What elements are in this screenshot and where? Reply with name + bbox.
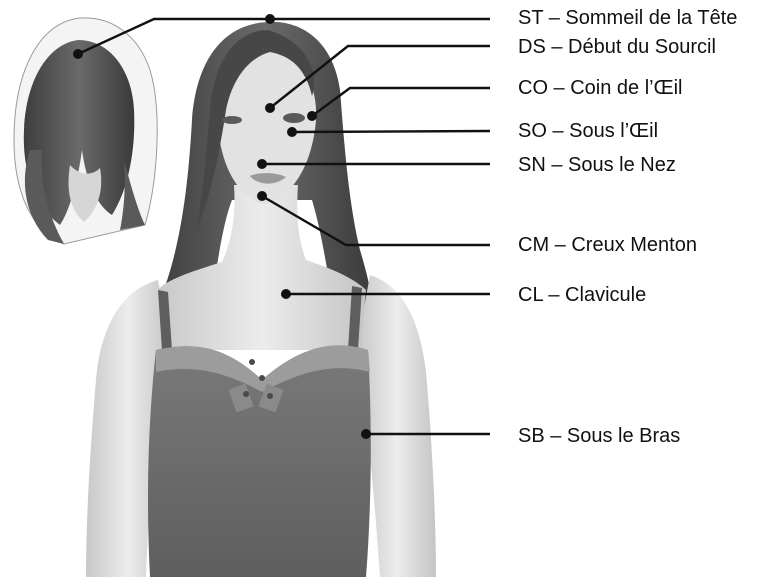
point-dot-cm	[257, 191, 267, 201]
label-sb: SB – Sous le Bras	[518, 424, 680, 448]
label-st: ST – Sommeil de la Tête	[518, 6, 737, 30]
label-cl: CL – Clavicule	[518, 283, 646, 307]
point-dot-co	[307, 111, 317, 121]
point-dot-st-inset	[73, 49, 83, 59]
leader-line-so	[292, 131, 490, 132]
point-dot-ds	[265, 103, 275, 113]
label-sn: SN – Sous le Nez	[518, 153, 676, 177]
label-so: SO – Sous l’Œil	[518, 119, 658, 143]
point-dot-sn	[257, 159, 267, 169]
point-dot-so	[287, 127, 297, 137]
point-dot-sb	[361, 429, 371, 439]
label-co: CO – Coin de l’Œil	[518, 76, 683, 100]
label-cm: CM – Creux Menton	[518, 233, 697, 257]
point-dot-st	[265, 14, 275, 24]
point-dot-cl	[281, 289, 291, 299]
label-ds: DS – Début du Sourcil	[518, 35, 716, 59]
